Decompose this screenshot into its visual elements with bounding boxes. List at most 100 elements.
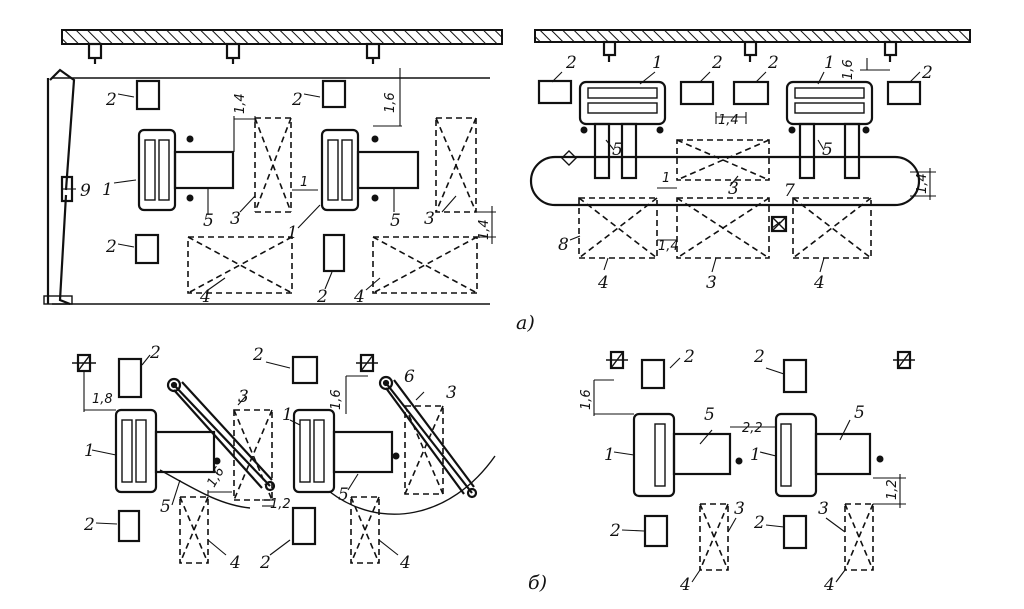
conveyor-drive	[560, 149, 578, 167]
dimensions-top-left	[233, 68, 496, 244]
gate-9	[43, 68, 76, 306]
text-labels: 2 2 1 9 2 5 3 1 5 3 4 2 4 1,4 1,6 1 1,4 …	[80, 53, 933, 595]
storage-4	[187, 236, 293, 294]
label-1: 1	[604, 445, 615, 465]
dim-1-4: 1,4	[915, 173, 930, 194]
machine-1	[632, 412, 732, 498]
dim-1-8: 1,8	[92, 392, 113, 407]
workstation-2	[321, 79, 347, 109]
operator-marks	[213, 452, 400, 465]
dim-1-4: 1,4	[233, 93, 248, 114]
workstation-2	[640, 358, 666, 390]
operator-marks	[186, 135, 379, 202]
label-2: 2	[316, 287, 328, 307]
dim-1: 1	[662, 171, 670, 186]
label-5: 5	[203, 211, 214, 231]
storage-3	[699, 503, 729, 571]
label-2: 2	[149, 343, 161, 363]
label-4: 4	[597, 273, 609, 293]
workstation-2	[679, 80, 715, 106]
dim-1-2: 1,2	[885, 479, 900, 500]
conveyor-7	[770, 215, 788, 233]
label-5: 5	[160, 497, 171, 517]
machine-1	[292, 408, 394, 494]
label-4: 4	[679, 575, 691, 595]
storage-3	[404, 405, 444, 495]
dim-1-6: 1,6	[329, 389, 344, 410]
machine-1	[137, 128, 235, 212]
storage-3	[435, 117, 477, 213]
dim-1: 1	[300, 175, 308, 190]
label-3: 3	[706, 273, 717, 293]
label-2: 2	[105, 237, 117, 257]
conveyor-8	[529, 155, 921, 207]
machine-1	[774, 412, 872, 498]
label-3: 3	[728, 179, 739, 199]
storage-3	[676, 139, 770, 181]
column-bl	[72, 353, 378, 373]
label-1: 1	[84, 441, 95, 461]
workstation-2	[782, 514, 808, 550]
label-6: 6	[404, 367, 415, 387]
label-3: 3	[734, 499, 745, 519]
dim-2-2: 2,2	[742, 421, 763, 436]
crane-6	[329, 375, 496, 515]
label-5: 5	[704, 405, 715, 425]
machine-1	[578, 80, 667, 180]
leaders-top-right	[551, 71, 921, 273]
workstation-2	[322, 233, 346, 273]
label-2: 2	[753, 513, 765, 533]
panel-top-left	[43, 29, 503, 306]
machine-1	[785, 80, 874, 180]
label-2: 2	[105, 90, 117, 110]
label-1: 1	[287, 223, 298, 243]
dim-1-6: 1,6	[579, 389, 594, 410]
columns-top-right	[602, 40, 898, 62]
storage-4	[578, 197, 658, 259]
label-4: 4	[813, 273, 825, 293]
storage-3	[676, 197, 770, 259]
caption-b: б)	[528, 572, 547, 594]
label-2: 2	[683, 347, 695, 367]
label-9: 9	[80, 181, 91, 201]
label-8: 8	[558, 235, 569, 255]
label-3: 3	[238, 387, 249, 407]
dimensions-bottom-left	[83, 371, 368, 507]
label-2: 2	[83, 515, 95, 535]
label-2: 2	[252, 345, 264, 365]
label-4: 4	[353, 287, 365, 307]
operator-marks	[735, 455, 884, 465]
label-3: 3	[230, 209, 241, 229]
storage-4	[792, 197, 872, 259]
dim-1-6: 1,6	[383, 92, 398, 113]
label-7: 7	[784, 181, 795, 201]
machine-1	[320, 128, 420, 212]
caption-a: а)	[516, 312, 535, 334]
workstation-2	[291, 506, 317, 546]
workstation-2	[134, 233, 160, 265]
workstation-2	[537, 79, 573, 105]
label-4: 4	[199, 287, 211, 307]
workstation-2	[732, 80, 770, 106]
label-2: 2	[921, 63, 933, 83]
workstation-2	[782, 358, 808, 394]
label-2: 2	[565, 53, 577, 73]
operator-marks	[580, 126, 870, 134]
dim-1-4: 1,4	[718, 113, 739, 128]
label-2: 2	[291, 90, 303, 110]
label-5: 5	[822, 140, 833, 160]
label-1: 1	[652, 53, 663, 73]
label-1: 1	[282, 405, 293, 425]
leaders-bottom-left	[91, 354, 425, 556]
dim-1-2: 1,2	[270, 497, 291, 512]
label-5: 5	[854, 403, 865, 423]
label-1: 1	[750, 445, 761, 465]
label-5: 5	[338, 485, 349, 505]
columns-top-left	[87, 42, 381, 64]
label-2: 2	[753, 347, 765, 367]
label-3: 3	[446, 383, 457, 403]
column-br	[606, 350, 915, 370]
workstation-2	[291, 355, 319, 385]
label-2: 2	[259, 553, 271, 573]
